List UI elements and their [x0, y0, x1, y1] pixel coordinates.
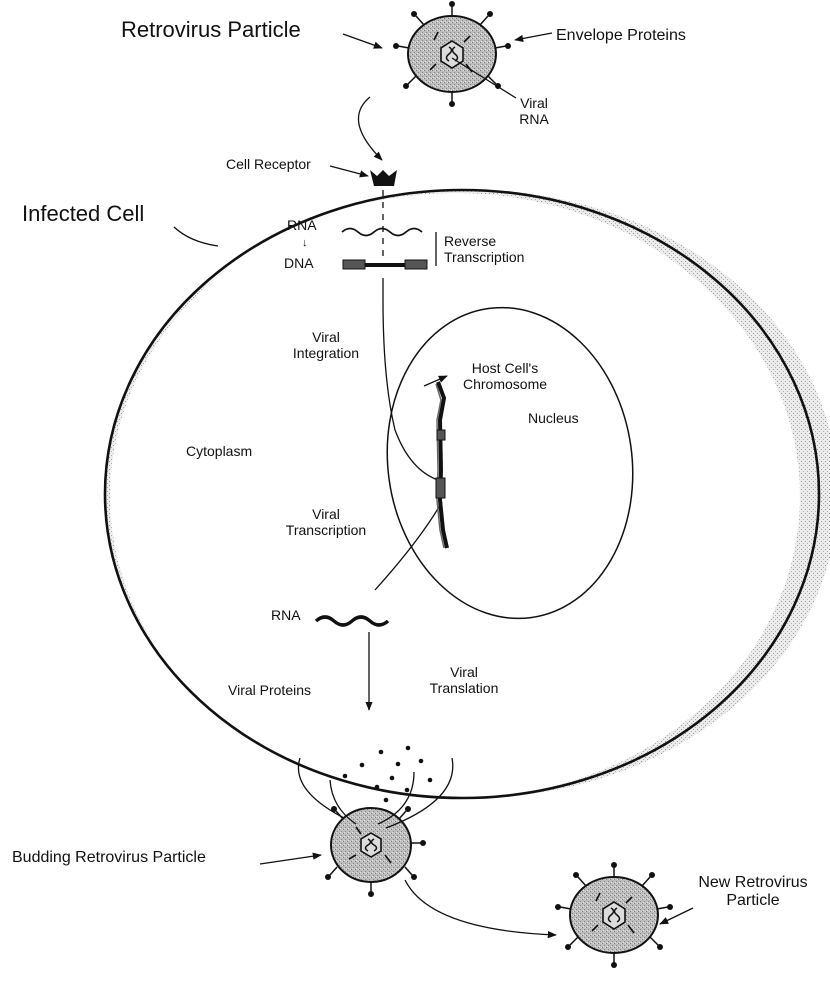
arrow-cell-receptor	[330, 166, 368, 176]
viral-transcription-line1: Viral	[268, 507, 384, 523]
envelope-proteins-label: Envelope Proteins	[556, 27, 686, 45]
budding-particle-label: Budding Retrovirus Particle	[12, 849, 206, 867]
rna-label-top: RNA	[287, 218, 317, 234]
viral-transcription-line2: Transcription	[268, 523, 384, 539]
cytoplasm-label: Cytoplasm	[186, 444, 252, 460]
infected-cell	[105, 190, 830, 799]
viral-translation-line1: Viral	[416, 665, 512, 681]
viral-translation-label: Viral Translation	[416, 665, 512, 696]
viral-rna-label: Viral RNA	[516, 96, 552, 127]
arrow-entry	[358, 97, 382, 160]
arrow-release	[405, 880, 556, 935]
new-particle-line2: Particle	[686, 892, 820, 910]
reverse-transcription-label: Reverse Transcription	[444, 234, 524, 265]
rna-label-mid: RNA	[271, 608, 301, 624]
host-chromosome-line2: Chromosome	[452, 377, 558, 393]
line-infected-cell	[174, 227, 218, 246]
viral-rna-label-line1: Viral	[516, 96, 552, 112]
viral-integration-label: Viral Integration	[278, 330, 374, 361]
viral-transcription-label: Viral Transcription	[268, 507, 384, 538]
new-particle-line1: New Retrovirus	[686, 874, 820, 892]
new-particle-icon	[555, 862, 673, 968]
new-particle-label: New Retrovirus Particle	[686, 874, 820, 910]
nucleus-label: Nucleus	[528, 411, 579, 427]
viral-rna-label-line2: RNA	[516, 112, 552, 128]
viral-translation-line2: Translation	[416, 681, 512, 697]
viral-proteins-label: Viral Proteins	[228, 683, 311, 699]
arrow-new-particle	[660, 908, 693, 924]
arrow-budding-particle	[260, 855, 321, 864]
reverse-transcription-line1: Reverse	[444, 234, 524, 250]
host-chromosome-label: Host Cell's Chromosome	[452, 361, 558, 392]
rna-dna-arrow-icon: ↓	[302, 237, 308, 249]
budding-particle-icon	[325, 806, 426, 897]
host-chromosome-line1: Host Cell's	[452, 361, 558, 377]
reverse-transcription-line2: Transcription	[444, 250, 524, 266]
arrow-envelope-proteins	[515, 33, 552, 40]
retrovirus-particle-label: Retrovirus Particle	[121, 18, 301, 43]
arrow-retrovirus-particle	[343, 34, 382, 48]
viral-integration-line1: Viral	[278, 330, 374, 346]
retrovirus-particle-icon	[393, 1, 511, 107]
viral-integration-line2: Integration	[278, 346, 374, 362]
cell-receptor-label: Cell Receptor	[226, 157, 311, 173]
infected-cell-label: Infected Cell	[22, 202, 144, 227]
dna-label: DNA	[284, 256, 314, 272]
cell-receptor-icon	[370, 170, 397, 186]
